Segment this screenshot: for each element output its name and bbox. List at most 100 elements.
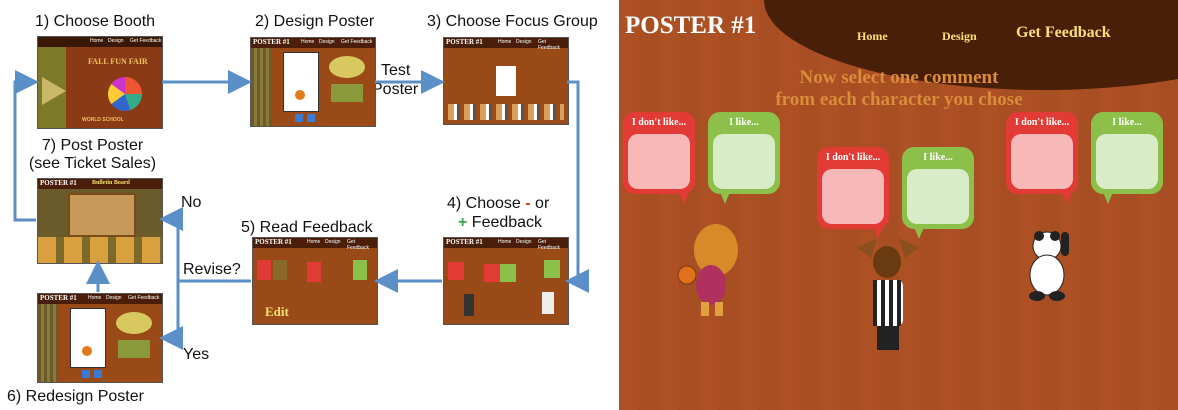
edge-test-label: Test (381, 62, 411, 79)
thumb-nav-home: Home (88, 295, 102, 301)
edge-poster-label: Poster (372, 81, 419, 98)
comment-box (1096, 134, 1158, 189)
dislike-bubble-label: I don't like... (1014, 117, 1070, 128)
feedback-screen: POSTER #1 Home Design Get Feedback Now s… (619, 0, 1178, 410)
thumb-stripes (38, 304, 58, 382)
flow-arrows (13, 70, 589, 350)
nav-design-link[interactable]: Design (942, 29, 977, 43)
referee-icon (464, 294, 474, 316)
mini-red-bubble (448, 262, 464, 280)
like-bubble-3[interactable]: I like... (1091, 112, 1163, 204)
mini-green-bubble (353, 260, 367, 280)
arrow-yes-to-redesign (159, 281, 183, 350)
next-arrow-icon (118, 340, 150, 358)
step-6-label: 6) Redesign Poster (7, 388, 144, 405)
redesign-screenshot: POSTER #1 Home Design Get Feedback (37, 293, 163, 383)
edge-revise-label: Revise? (183, 261, 241, 278)
comment-box (628, 134, 690, 189)
mini-green-bubble (500, 264, 516, 282)
step-7-label-line1: 7) Post Poster (41, 137, 144, 154)
edge-no-label: No (181, 194, 202, 211)
nav-get-feedback-link[interactable]: Get Feedback (1016, 24, 1111, 41)
booth-arrow-icon (42, 77, 66, 105)
thumb-poster-tag: POSTER #1 (446, 38, 483, 46)
poster-strip (38, 237, 162, 263)
thumb-nav-design: Design (516, 239, 532, 245)
step-2-label: 2) Design Poster (255, 13, 375, 30)
panda-icon (542, 292, 554, 314)
poster-preview (496, 66, 516, 96)
dislike-bubble-label: I don't like... (825, 152, 881, 163)
nav-home-link[interactable]: Home (857, 29, 888, 43)
step-3-label: 3) Choose Focus Group (427, 13, 598, 30)
tool-icon-1 (82, 370, 90, 378)
basketball-icon (82, 346, 92, 356)
booth-title: FALL FUN FAIR (88, 57, 148, 66)
oval-frame-icon (116, 312, 152, 334)
comment-box (822, 169, 884, 224)
bubble-tail (679, 192, 689, 204)
thumb-nav-home: Home (307, 239, 321, 245)
booth-subtitle: WORLD SCHOOL (82, 117, 124, 123)
mini-red-bubble (257, 260, 271, 280)
step-7-label-line2: (see Ticket Sales) (28, 155, 157, 172)
instruction-line-1: Now select one comment (799, 67, 999, 88)
bulletin-screenshot: POSTER #1 Bulletin Board (37, 178, 163, 264)
tool-icon-1 (295, 114, 303, 122)
dislike-bubble-1[interactable]: I don't like... (623, 112, 695, 204)
thumb-nav-feedback: Get Feedback (341, 39, 373, 45)
like-bubble-1[interactable]: I like... (708, 112, 780, 204)
arrow-no-to-post (159, 207, 183, 281)
thumb-nav-feedback: Get Feedback (538, 39, 560, 51)
color-wheel-icon (108, 77, 142, 111)
thumb-nav-feedback: Get Feedback (130, 38, 162, 44)
tool-icon-2 (94, 370, 102, 378)
like-bubble-label: I like... (923, 152, 953, 163)
comment-box (907, 169, 969, 224)
thumb-nav-home: Home (90, 38, 104, 44)
thumb-nav-design: Design (106, 295, 122, 301)
poster-preview (283, 52, 319, 112)
basketball-icon (295, 90, 305, 100)
like-bubble-label: I like... (729, 117, 759, 128)
arrow-post-to-booth (13, 70, 39, 222)
step-4-feedback: Feedback (467, 214, 543, 231)
arrow-focus-to-feedback (565, 80, 589, 293)
thumb-nav-feedback: Get Feedback (347, 239, 369, 251)
dislike-bubble-2[interactable]: I don't like... (817, 147, 889, 239)
dislike-bubble-3[interactable]: I don't like... (1006, 112, 1078, 204)
step-4-label-line2: + Feedback (458, 214, 542, 232)
thumb-nav-home: Home (498, 39, 512, 45)
like-bubble-2[interactable]: I like... (902, 147, 974, 239)
mini-red-bubble (484, 264, 500, 282)
thumb-nav-home: Home (301, 39, 315, 45)
mini-comment-box (273, 260, 287, 280)
step-4-label-line1: 4) Choose - or (447, 195, 549, 213)
oval-frame-icon (329, 56, 365, 78)
thumb-poster-tag: POSTER #1 (40, 294, 77, 302)
thumb-poster-tag: POSTER #1 (253, 38, 290, 46)
bulletin-title: Bulletin Board (92, 180, 130, 186)
bubble-tail (1062, 192, 1072, 204)
thumb-nav-feedback: Get Feedback (128, 295, 160, 301)
mini-red-bubble (307, 262, 321, 282)
comment-box (713, 134, 775, 189)
dislike-bubble-label: I don't like... (631, 117, 687, 128)
comment-box (1011, 134, 1073, 189)
bubble-tail (914, 227, 924, 239)
thumb-nav-design: Design (325, 239, 341, 245)
thumb-stripes (251, 48, 271, 126)
thumb-nav-feedback: Get Feedback (538, 239, 560, 251)
bubble-tail (873, 227, 883, 239)
bubble-tail (720, 192, 730, 204)
lion-character-icon (677, 224, 738, 316)
poster-preview (70, 308, 106, 368)
moose-character-icon (857, 238, 919, 350)
minus-sign: - (525, 195, 531, 212)
next-arrow-icon (331, 84, 363, 102)
thumb-poster-tag: POSTER #1 (40, 179, 77, 187)
